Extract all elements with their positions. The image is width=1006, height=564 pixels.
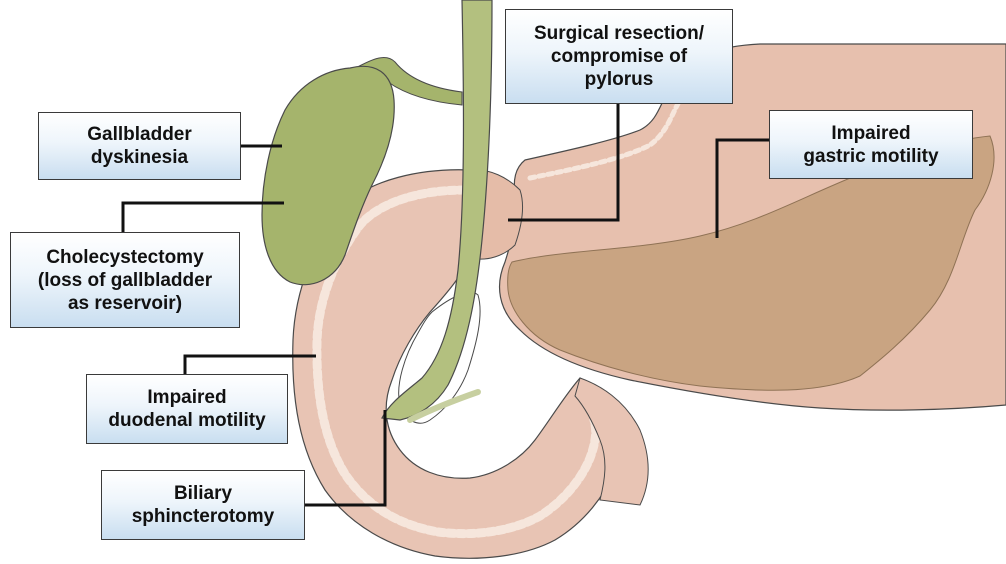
gallbladder-dyskinesia-label: Gallbladder dyskinesia (38, 112, 241, 180)
biliary-sphincterotomy-label: Biliary sphincterotomy (101, 470, 305, 540)
impaired-gastric-motility-label: Impaired gastric motility (769, 110, 973, 179)
pylorus-resection-label: Surgical resection/ compromise of pyloru… (505, 9, 733, 104)
impaired-duodenal-motility-label: Impaired duodenal motility (86, 374, 288, 444)
cholecystectomy-label: Cholecystectomy (loss of gallbladder as … (10, 232, 240, 328)
connector-cholecystectomy (123, 203, 284, 232)
